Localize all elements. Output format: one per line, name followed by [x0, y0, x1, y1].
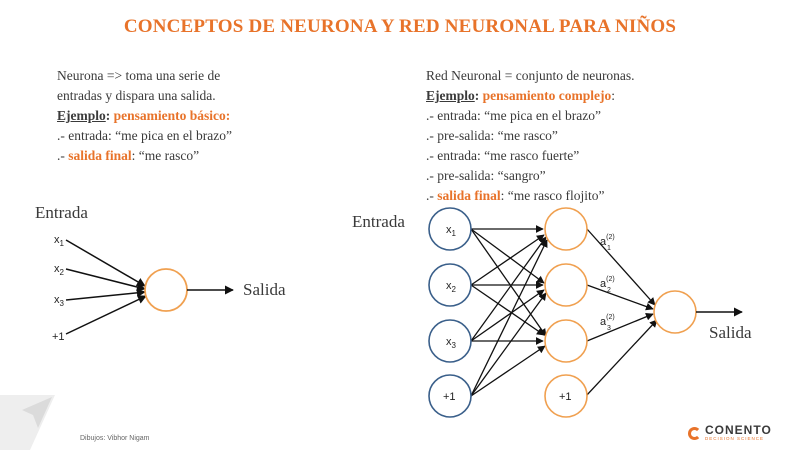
page-title: CONCEPTOS DE NEURONA Y RED NEURONAL PARA… [123, 16, 677, 37]
network-example-item: .- entrada: “me pica en el brazo” [426, 106, 635, 126]
neuron-input-label: x2 [54, 263, 65, 277]
single-neuron-diagram: Entrada x1 x2 x3 +1 Salida [35, 203, 286, 343]
neuron-example-item: .- entrada: “me pica en el brazo” [57, 126, 232, 146]
logo-tagline: DECISION SCIENCE [705, 436, 765, 441]
item-text: .- pre-salida: “sangro” [426, 168, 546, 183]
network-hidden-node [544, 319, 588, 363]
activation-label: a(2) 1 [600, 234, 615, 252]
example-colon: : [474, 88, 483, 103]
item-text: .- entrada: “me pica en el brazo” [57, 128, 233, 143]
neuron-input-label: +1 [52, 331, 65, 343]
neuron-input-label: x3 [54, 294, 65, 308]
neuron-input-title: Entrada [35, 203, 88, 222]
neuron-def-line-1: Neurona => toma una serie de [57, 68, 221, 83]
conento-logo: CONENTO DECISION SCIENCE [688, 424, 772, 442]
item-text: .- entrada: “me rasco fuerte” [426, 148, 580, 163]
neuron-edge [65, 288, 146, 301]
activation-label: a(2) 3 [600, 314, 615, 332]
neural-network-diagram: Entrada x1 [352, 207, 752, 418]
neuron-input-label: x1 [54, 234, 65, 248]
svg-text:+1: +1 [443, 391, 456, 403]
network-input-node: +1 [428, 374, 472, 418]
neuron-output-title: Salida [243, 280, 286, 299]
neuron-edge [65, 268, 146, 292]
svg-text:a(2): a(2) [600, 314, 615, 328]
network-input-node: x2 [428, 263, 472, 307]
network-input-node: x3 [428, 319, 472, 363]
svg-text:x3: x3 [54, 294, 65, 308]
item-highlight: salida final [437, 188, 501, 203]
svg-text:a(2): a(2) [600, 276, 615, 290]
neuron-def-line-2: entradas y dispara una salida. [57, 88, 216, 103]
network-hidden-bias-node: +1 [544, 374, 588, 418]
svg-text:3: 3 [607, 325, 611, 332]
network-example-heading: Ejemplo: pensamiento complejo: [426, 86, 635, 106]
network-example-item: .- salida final: “me rasco flojito” [426, 186, 635, 206]
decorative-corner-mark [0, 395, 55, 450]
logo-word: CONENTO [705, 423, 772, 437]
svg-text:a(2): a(2) [600, 234, 615, 248]
item-text: .- entrada: “me pica en el brazo” [426, 108, 602, 123]
network-example-item: .- pre-salida: “sangro” [426, 166, 635, 186]
item-text: .- pre-salida: “me rasco” [426, 128, 558, 143]
item-text: .- [426, 188, 438, 203]
network-edges-input-hidden [470, 225, 548, 397]
svg-text:2: 2 [607, 287, 611, 294]
svg-text:1: 1 [607, 245, 611, 252]
network-input-title: Entrada [352, 212, 405, 231]
svg-text:x1: x1 [446, 224, 457, 238]
item-suffix: : “me rasco” [131, 148, 200, 163]
neuron-edge [65, 295, 147, 335]
network-input-node: x1 [428, 207, 472, 251]
example-label: Ejemplo [426, 88, 475, 103]
activation-label: a(2) 2 [600, 276, 615, 294]
item-suffix: : “me rasco flojito” [500, 188, 605, 203]
network-description: Red Neuronal = conjunto de neuronas. Eje… [426, 66, 635, 206]
drawing-credit: Dibujos: Vibhor Nigam [80, 435, 150, 442]
neuron-description: Neurona => toma una serie de entradas y … [57, 66, 232, 166]
network-def-line: Red Neuronal = conjunto de neuronas. [426, 68, 635, 83]
neuron-edge [65, 239, 146, 287]
network-example-item: .- pre-salida: “me rasco” [426, 126, 635, 146]
logo-ring-icon [688, 426, 701, 440]
svg-text:x1: x1 [54, 234, 65, 248]
network-output-title: Salida [709, 323, 752, 342]
example-colon: : [105, 108, 114, 123]
svg-text:+1: +1 [559, 391, 572, 403]
item-text: .- [57, 148, 69, 163]
example-kind: pensamiento básico: [113, 108, 231, 123]
svg-text:x2: x2 [54, 263, 65, 277]
example-kind: pensamiento complejo [482, 88, 612, 103]
item-highlight: salida final [68, 148, 132, 163]
network-output-node [653, 290, 697, 334]
example-end: : [611, 88, 616, 103]
network-edges-hidden-output [585, 228, 658, 397]
svg-text:x3: x3 [446, 336, 457, 350]
network-example-item: .- entrada: “me rasco fuerte” [426, 146, 635, 166]
network-hidden-node [544, 207, 588, 251]
svg-text:x2: x2 [446, 280, 457, 294]
example-label: Ejemplo [57, 108, 106, 123]
network-hidden-node [544, 263, 588, 307]
svg-text:+1: +1 [52, 331, 65, 343]
neuron-example-item: .- salida final: “me rasco” [57, 146, 232, 166]
neuron-example-heading: Ejemplo: pensamiento básico: [57, 106, 232, 126]
neuron-node [144, 268, 188, 312]
